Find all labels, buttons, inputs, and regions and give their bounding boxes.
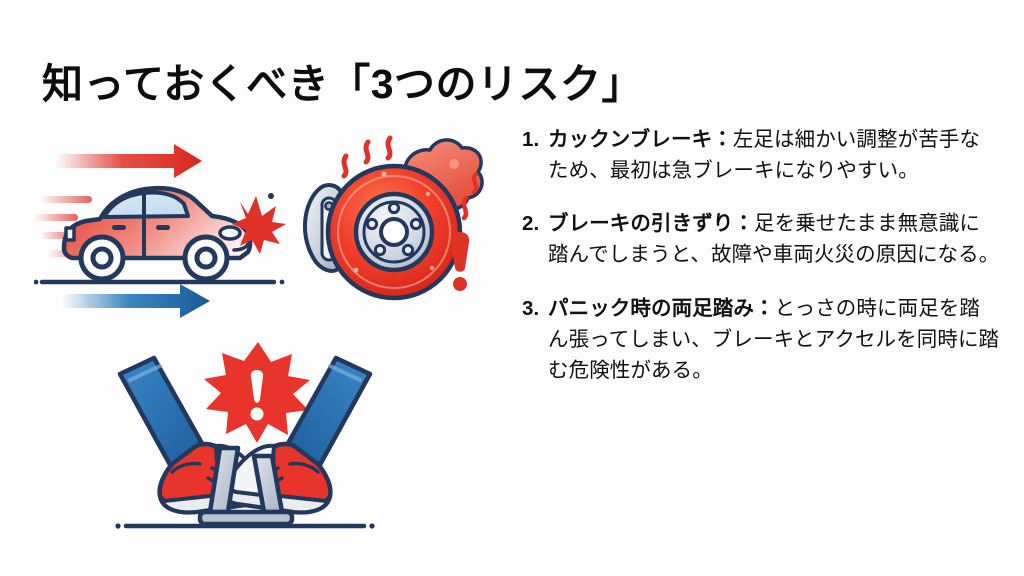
car-wheels bbox=[78, 234, 230, 282]
brake-illustration bbox=[288, 128, 488, 318]
impact-burst bbox=[232, 193, 286, 254]
blue-forward-arrow bbox=[62, 284, 210, 318]
risk-lead-3: パニック時の両足踏み： bbox=[548, 296, 775, 320]
risk-body-2: 足を乗せたまま無意識に踏んでしまうと、故障や車両火災の原因になる。 bbox=[548, 212, 1000, 267]
risk-number-2: 2. bbox=[522, 212, 540, 236]
risk-list: 1. カックンブレーキ：左足は細かい調整が苦手なため、最初は急ブレーキになりやすい… bbox=[522, 124, 1000, 386]
risk-number-1: 1. bbox=[522, 128, 540, 151]
risk-item-1: 1. カックンブレーキ：左足は細かい調整が苦手なため、最初は急ブレーキになりやすい… bbox=[522, 124, 1000, 186]
brake-rotor bbox=[325, 163, 463, 301]
risk-item-3: 3. パニック時の両足踏み：とっさの時に両足を踏ん張ってしまい、ブレーキとアクセル… bbox=[522, 293, 1000, 386]
floor-line bbox=[115, 523, 375, 529]
risk-body-3: とっさの時に両足を踏ん張ってしまい、ブレーキとアクセルを同時に踏む危険性がある。 bbox=[548, 296, 1000, 382]
exclamation-mark bbox=[450, 232, 470, 291]
risk-number-3: 3. bbox=[522, 296, 540, 320]
car-illustration bbox=[34, 128, 286, 318]
road-line bbox=[34, 279, 285, 285]
page-title: 知っておくべき「3つのリスク」 bbox=[42, 61, 644, 108]
risk-item-2: 2. ブレーキの引きずり：足を乗せたまま無意識に踏んでしまうと、故障や車両火災の原… bbox=[522, 208, 1000, 270]
red-forward-arrow bbox=[56, 144, 202, 178]
pedals-illustration bbox=[112, 336, 378, 544]
heat-squiggles bbox=[341, 135, 478, 221]
floor-plate bbox=[197, 509, 295, 527]
risk-lead-1: カックンブレーキ： bbox=[548, 128, 733, 151]
warning-burst bbox=[204, 342, 310, 443]
risk-lead-2: ブレーキの引きずり： bbox=[548, 212, 754, 236]
risk-body-1: 左足は細かい調整が苦手なため、最初は急ブレーキになりやすい。 bbox=[548, 128, 980, 183]
